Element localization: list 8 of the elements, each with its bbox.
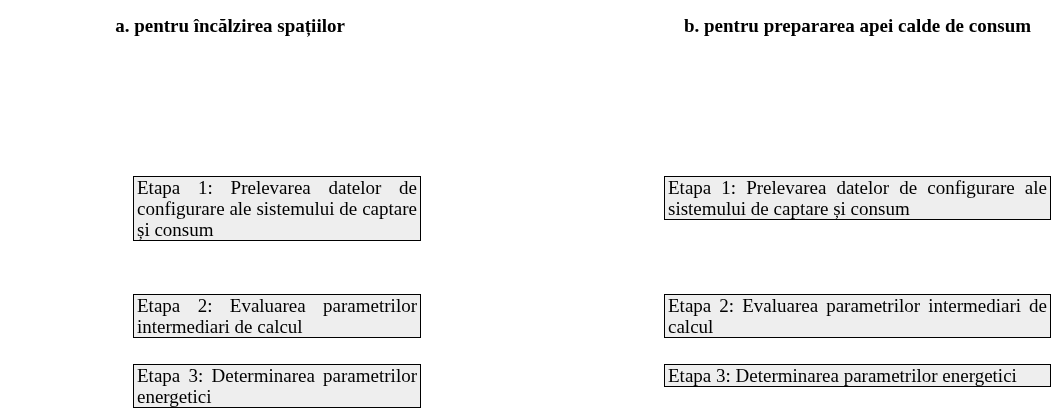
- column-heading: b. pentru prepararea apei calde de consum: [682, 14, 1033, 37]
- column-heading: a. pentru încălzirea spațiilor: [114, 14, 346, 37]
- step-box: Etapa 3: Determinarea parametrilor energetici: [133, 364, 421, 408]
- step-box: Etapa 1: Prelevarea datelor de configurare ale sistemului de captare și consum: [133, 176, 421, 241]
- step-box: Etapa 2: Evaluarea parametrilor intermediari de calcul: [133, 294, 421, 338]
- step-box: Etapa 1: Prelevarea datelor de configurare ale sistemului de captare și consum: [664, 176, 1051, 220]
- step-box: Etapa 2: Evaluarea parametrilor intermediari de calcul: [664, 294, 1051, 338]
- step-box: Etapa 3: Determinarea parametrilor energetici: [664, 364, 1051, 387]
